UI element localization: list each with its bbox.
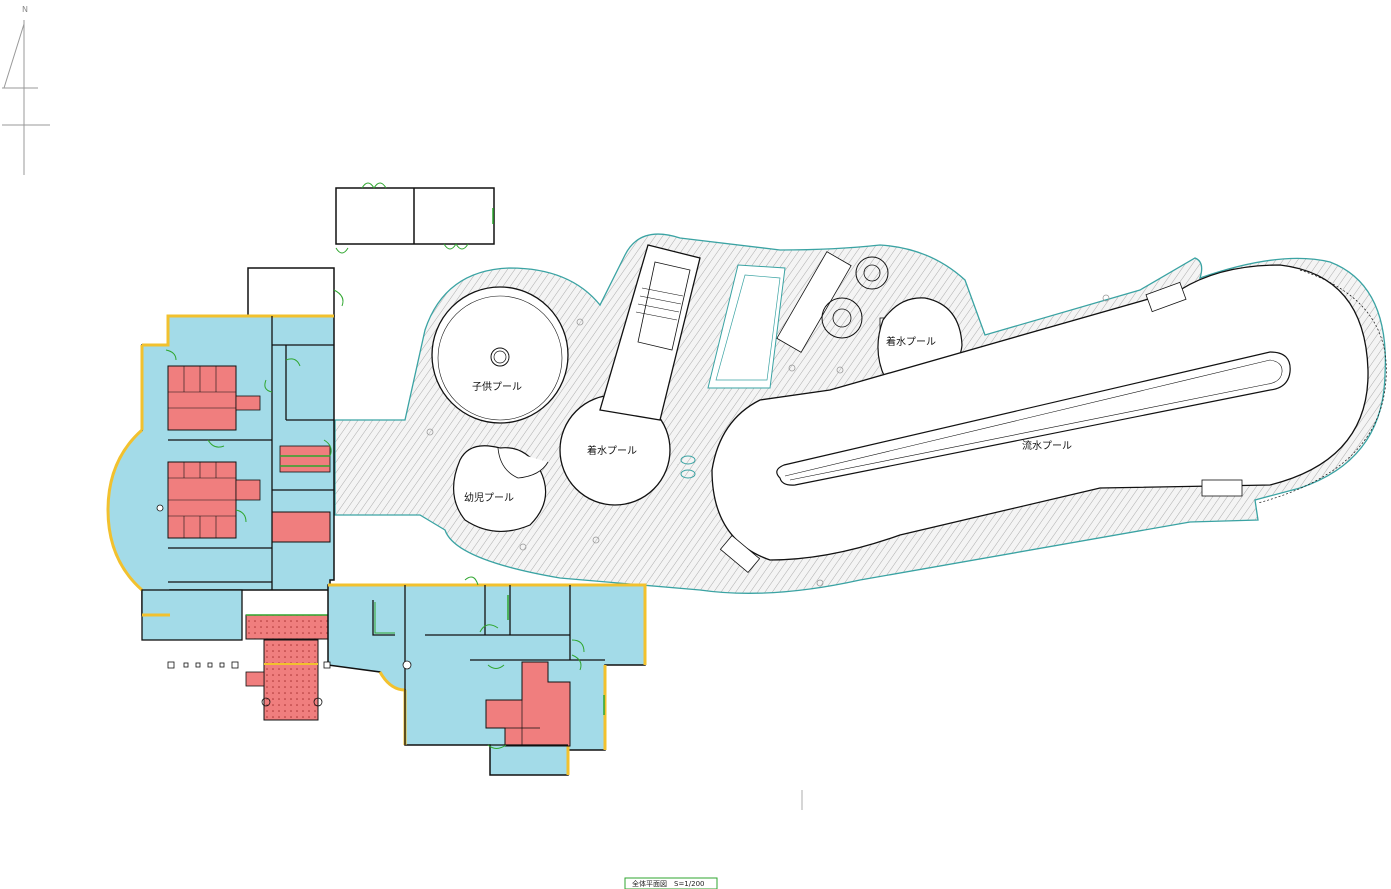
toddler-pool-label: 幼児プール (464, 491, 514, 504)
drawing-title-block: 全体平面図 S=1/200 (624, 877, 718, 889)
main-building-lower-wing (327, 576, 647, 776)
main-building-left-wing (106, 267, 344, 721)
planter (707, 264, 786, 389)
water-slide (599, 244, 701, 421)
landing-pool-right-label: 着水プール (886, 335, 936, 348)
column-icon (167, 661, 331, 669)
deck-fixtures (426, 294, 1110, 810)
outbuilding (335, 182, 495, 254)
landing-pool-center: 着水プール (559, 394, 696, 506)
kids-pool: 子供プール (431, 286, 569, 424)
lazy-river: 流水プール (711, 264, 1387, 574)
drawing-title: 全体平面図 S=1/200 (632, 879, 704, 888)
landing-pool-center-label: 着水プール (587, 444, 637, 457)
north-label: N (22, 5, 28, 14)
lazy-river-label: 流水プール (1022, 439, 1072, 452)
north-arrow-icon: N (2, 5, 50, 175)
kids-pool-label: 子供プール (472, 380, 522, 393)
toddler-pool: 幼児プール (452, 445, 549, 533)
